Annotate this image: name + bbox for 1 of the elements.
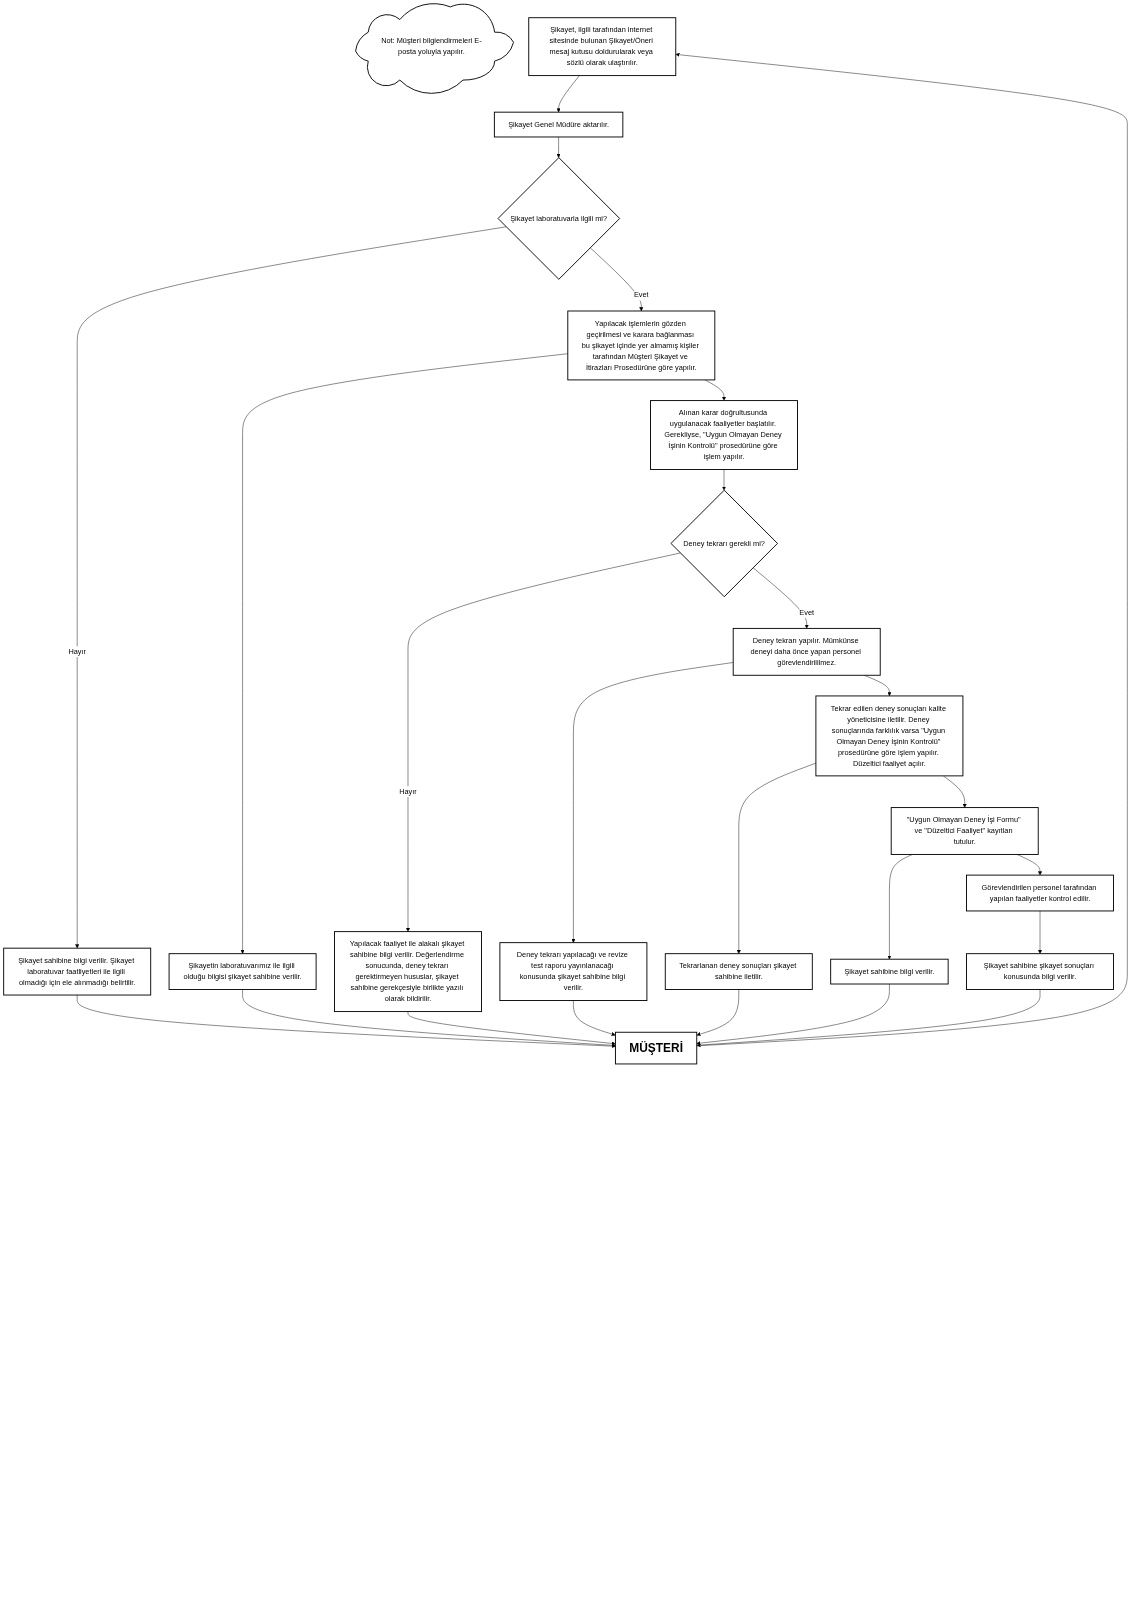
node-box: MÜŞTERİ [614,1031,698,1065]
